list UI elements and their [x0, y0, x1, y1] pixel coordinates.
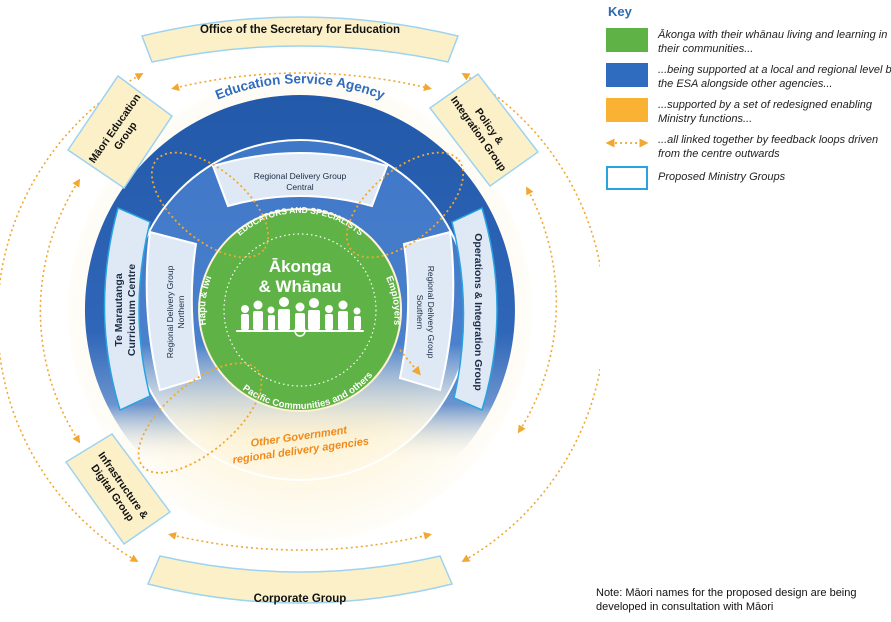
akonga-title-line1: Ākonga: [269, 257, 332, 276]
rdg-southern-line2: Southern: [415, 295, 425, 330]
feedback-loop-right: [517, 186, 558, 434]
rdg-northern-line1: Regional Delivery Group: [165, 265, 175, 358]
key-label-ministry: ...supported by a set of redesigned enab…: [658, 99, 873, 125]
key-swatch-orange: [606, 98, 648, 122]
akonga-inner-ring: [223, 233, 377, 387]
feedback-loop-left: [39, 178, 81, 444]
key-swatch-outline: [606, 166, 648, 190]
feedback-loop-top: [171, 72, 432, 91]
operations-label: Operations & Integration Group: [472, 233, 484, 391]
akonga-title-line2: & Whānau: [258, 277, 341, 296]
policy-box[interactable]: Policy & Integration Group: [428, 72, 540, 188]
rdg-northern-line2: Northern: [176, 295, 186, 328]
rdg-southern-box[interactable]: Regional Delivery Group Southern: [398, 230, 455, 392]
feedback-loop-inner-nw: [150, 151, 270, 259]
key-label-esa: ...being supported at a local and region…: [658, 64, 891, 90]
esa-inner-ring: [129, 140, 470, 480]
feedback-loop-inner-sw: [137, 362, 263, 474]
rdg-central-line2: Central: [286, 182, 314, 192]
rdg-central-line1: Regional Delivery Group: [254, 171, 347, 181]
operations-box[interactable]: Operations & Integration Group: [451, 206, 498, 412]
corporate-box[interactable]: Corporate Group: [146, 555, 454, 605]
rdg-southern-line1: Regional Delivery Group: [426, 266, 436, 359]
footnote: Note: Māori names for the proposed desig…: [596, 587, 857, 613]
key-swatch-green: [606, 28, 648, 52]
key-swatch-blue: [606, 63, 648, 87]
key-label-akonga: Ākonga with their whānau living and lear…: [658, 29, 888, 55]
te-marautanga-line2: Curriculum Centre: [126, 264, 138, 356]
maori-education-box[interactable]: Māori Education Group: [66, 74, 174, 190]
ministry-design-diagram: Education Service Agency Regional Delive…: [0, 16, 600, 605]
corporate-label: Corporate Group: [254, 593, 347, 605]
te-marautanga-line1: Te Marautanga: [113, 273, 125, 346]
people-icon: [236, 297, 364, 337]
key-swatch-arrow-icon: [606, 138, 648, 148]
key-label-feedback: ...all linked together by feedback loops…: [658, 134, 879, 160]
secretary-label: Office of the Secretary for Education: [200, 24, 400, 36]
key-label-groups: Proposed Ministry Groups: [658, 171, 786, 183]
secretary-box[interactable]: Office of the Secretary for Education: [140, 16, 460, 63]
key-title: Key: [608, 4, 632, 19]
feedback-loop-inner-ne: [345, 151, 465, 259]
te-marautanga-box[interactable]: Te Marautanga Curriculum Centre: [103, 206, 151, 412]
rdg-central-box[interactable]: Regional Delivery Group Central: [211, 152, 389, 208]
rdg-northern-box[interactable]: Regional Delivery Group Northern: [145, 230, 202, 392]
